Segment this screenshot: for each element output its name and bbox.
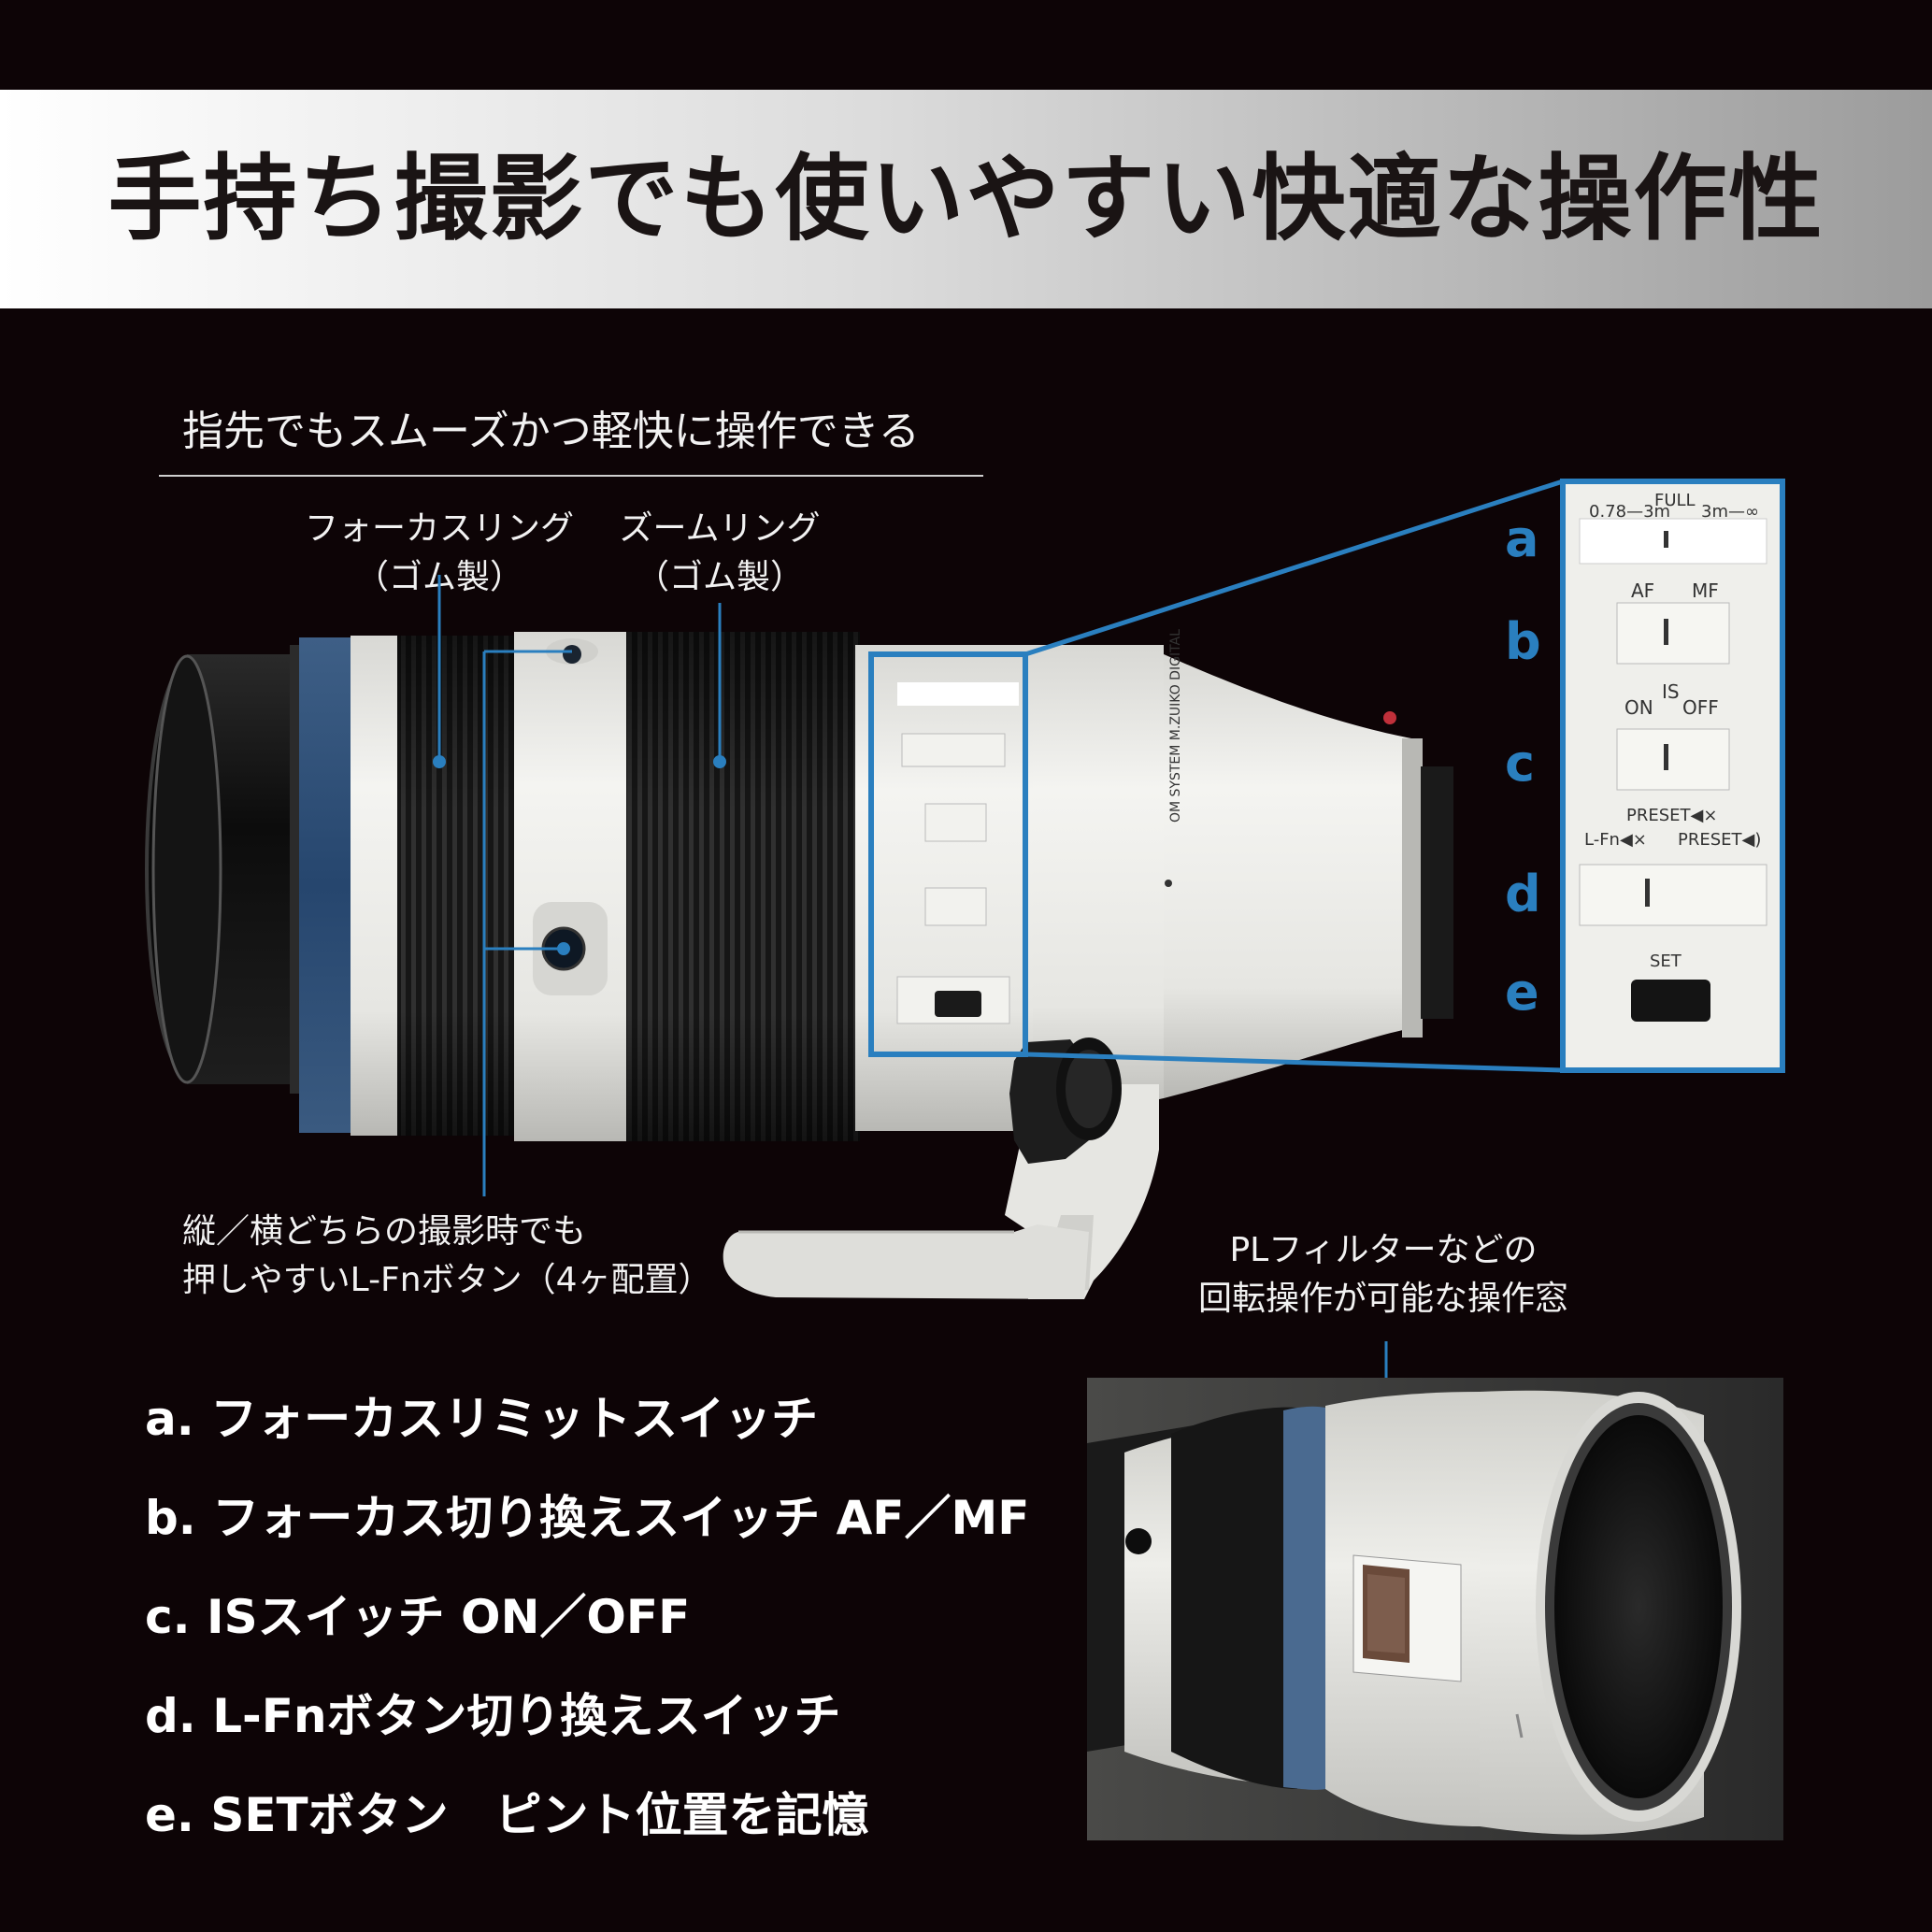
page-title: 手持ち撮影でも使いやすい快適な操作性 [107,144,1825,253]
rear-barrel: OM SYSTEM M.ZUIKO DIGITAL [1033,629,1453,1126]
panel-mf-label: MF [1692,580,1719,602]
pl-window-photo [1087,1378,1783,1840]
switch-panel-large [1560,479,1785,1073]
subtitle-divider [159,475,983,477]
front-barrel [351,636,402,1136]
zoom-ring-label: ズームリング （ゴム製） [619,509,821,596]
lens-front [145,645,308,1094]
leader-lines [433,575,1388,1578]
panel-preset-right-label: PRESET◀) [1678,830,1762,850]
feature-item-d: d. L-Fnボタン切り換えスイッチ [145,1689,841,1743]
panel-is-label: IS [1662,680,1680,703]
panel-off-label: OFF [1682,696,1719,719]
pl-window-label: PLフィルターなどの 回転操作が可能な操作窓 [1197,1231,1568,1318]
switch-letter-c: c [1505,734,1536,793]
panel-preset-top-label: PRESET◀× [1626,806,1718,825]
switch-panel-small [896,682,1019,1024]
title-banner: 手持ち撮影でも使いやすい快適な操作性 [0,90,1932,308]
feature-item-b: b. フォーカス切り換えスイッチ AF／MF [145,1491,1030,1545]
feature-item-a: a. フォーカスリミットスイッチ [145,1392,819,1446]
switch-letter-e: e [1505,963,1539,1022]
switch-letter-d: d [1505,865,1541,923]
switch-letter-b: b [1505,612,1541,671]
panel-af-label: AF [1631,580,1655,602]
middle-barrel [514,632,631,1141]
focus-ring [397,636,514,1136]
section-subtitle: 指先でもスムーズかつ軽快に操作できる [182,408,920,455]
panel-on-label: ON [1624,696,1653,719]
panel-lfn-label: L-Fn◀× [1584,830,1647,850]
lens-print: OM SYSTEM M.ZUIKO DIGITAL [1168,629,1183,823]
zoom-ring [626,632,860,1141]
feature-item-e: e. SETボタン ピント位置を記憶 [145,1788,869,1842]
switch-callout-small [868,479,1564,1073]
feature-list: a. フォーカスリミットスイッチ b. フォーカス切り換えスイッチ AF／MF … [145,1391,1029,1886]
lfn-button-label: 縦／横どちらの撮影時でも 押しやすいL-Fnボタン（4ヶ配置） [182,1212,712,1299]
blue-accent-ring [299,637,351,1133]
switch-letter-a: a [1505,509,1539,568]
feature-item-c: c. ISスイッチ ON／OFF [145,1590,691,1644]
panel-set-label: SET [1650,952,1682,971]
tripod-foot [723,1084,1159,1299]
tripod-knob [1009,1038,1122,1164]
